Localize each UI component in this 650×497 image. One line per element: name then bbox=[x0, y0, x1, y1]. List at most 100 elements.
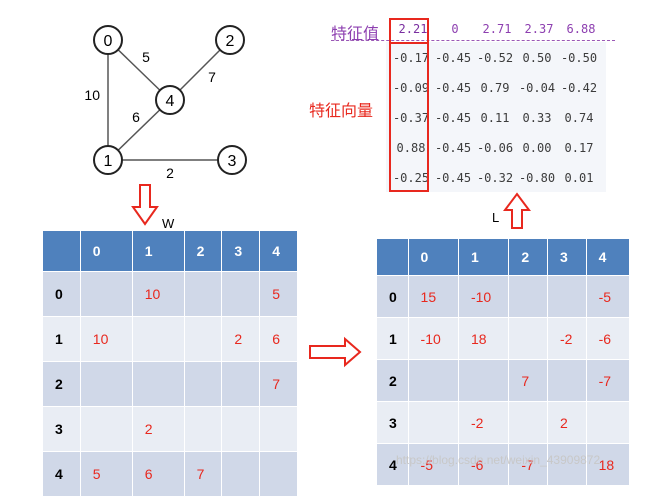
matrix-cell: 2 bbox=[131, 406, 185, 452]
eigenvector-value: -0.25 bbox=[392, 171, 430, 185]
eigenvector-value: -0.45 bbox=[434, 111, 472, 125]
eigenvector-label: 特征向量 bbox=[309, 101, 374, 120]
edge-weight-label: 5 bbox=[142, 49, 150, 65]
matrix-cell bbox=[183, 271, 223, 317]
matrix-row-index: 3 bbox=[42, 406, 81, 452]
eigenvector-value: 0.01 bbox=[564, 171, 594, 185]
matrix-row: 2 7 -7 bbox=[376, 359, 631, 402]
matrix-row-index: 0 bbox=[376, 275, 409, 318]
matrix-cell: 7 bbox=[508, 359, 548, 402]
graph-node-label: 0 bbox=[104, 33, 113, 50]
l-matrix-label: L bbox=[492, 210, 500, 225]
matrix-cell: -2 bbox=[457, 401, 510, 444]
eigenvector-value: 0.79 bbox=[480, 81, 510, 95]
graph-node: 0 bbox=[93, 25, 123, 55]
right-arrow-icon bbox=[309, 336, 362, 368]
matrix-cell bbox=[131, 361, 185, 407]
matrix-header-cell: 1 bbox=[131, 230, 185, 272]
matrix-cell: -2 bbox=[547, 317, 587, 360]
matrix-cell: 2 bbox=[221, 316, 261, 362]
matrix-cell bbox=[508, 317, 548, 360]
matrix-cell bbox=[183, 406, 223, 452]
eigenvector-value: -0.45 bbox=[434, 141, 472, 155]
matrix-row-index: 1 bbox=[42, 316, 81, 362]
eigenvector-value: -0.45 bbox=[434, 81, 472, 95]
matrix-header-cell: 3 bbox=[221, 230, 261, 272]
matrix-row-index: 2 bbox=[376, 359, 409, 402]
edge-weight-label: 10 bbox=[84, 87, 100, 103]
eigenvector-value: 0.33 bbox=[522, 111, 552, 125]
graph-node: 3 bbox=[217, 145, 247, 175]
matrix-cell: 7 bbox=[259, 361, 298, 407]
matrix-cell bbox=[183, 316, 223, 362]
matrix-cell bbox=[259, 451, 298, 497]
matrix-cell bbox=[221, 361, 261, 407]
eigenvector-value: -0.50 bbox=[560, 51, 598, 65]
w-matrix-label: W bbox=[162, 216, 175, 231]
eigenvalue: 2.21 bbox=[398, 22, 428, 36]
matrix-cell bbox=[585, 401, 631, 444]
eigenvector-row: -0.25 -0.45 -0.32 -0.80 0.01 bbox=[386, 162, 606, 192]
matrix-cell: 10 bbox=[79, 316, 133, 362]
matrix-cell bbox=[547, 359, 587, 402]
matrix-header-cell bbox=[376, 238, 409, 276]
matrix-cell bbox=[183, 361, 223, 407]
matrix-header-cell: 0 bbox=[79, 230, 133, 272]
eigenvector-value: 0.11 bbox=[480, 111, 510, 125]
matrix-row-index: 2 bbox=[42, 361, 81, 407]
graph-node: 2 bbox=[215, 25, 245, 55]
matrix-row-index: 4 bbox=[42, 451, 81, 497]
eigenvector-value: 0.88 bbox=[396, 141, 426, 155]
matrix-cell bbox=[221, 451, 261, 497]
matrix-header-cell: 4 bbox=[585, 238, 631, 276]
eigenvector-value: -0.45 bbox=[434, 171, 472, 185]
matrix-cell bbox=[407, 359, 459, 402]
matrix-cell: -7 bbox=[585, 359, 631, 402]
eigenvector-value: -0.04 bbox=[518, 81, 556, 95]
highlight-box-top bbox=[389, 18, 429, 44]
matrix-cell bbox=[79, 406, 133, 452]
eigenvalue: 6.88 bbox=[566, 22, 596, 36]
matrix-cell bbox=[457, 359, 510, 402]
graph-node-label: 1 bbox=[104, 153, 113, 170]
eigenvalue-label: 特征值 bbox=[331, 24, 380, 43]
eigenvector-value: -0.06 bbox=[476, 141, 514, 155]
matrix-cell bbox=[508, 275, 548, 318]
matrix-header-cell bbox=[42, 230, 81, 272]
graph-node-label: 4 bbox=[166, 93, 175, 110]
eigenvector-value: -0.45 bbox=[434, 51, 472, 65]
matrix-cell bbox=[259, 406, 298, 452]
eigenvector-value: 0.74 bbox=[564, 111, 594, 125]
watermark: https://blog.csdn.net/weixin_43909872 bbox=[396, 453, 601, 467]
matrix-cell bbox=[407, 401, 459, 444]
graph-node-label: 2 bbox=[226, 33, 235, 50]
eigenvector-value: -0.80 bbox=[518, 171, 556, 185]
eigenvector-value: 0.00 bbox=[522, 141, 552, 155]
matrix-cell: 18 bbox=[457, 317, 510, 360]
eigenvector-value: -0.42 bbox=[560, 81, 598, 95]
matrix-cell bbox=[221, 271, 261, 317]
eigenvector-value: -0.52 bbox=[476, 51, 514, 65]
edge-weight-label: 7 bbox=[208, 69, 216, 85]
matrix-header-cell: 2 bbox=[508, 238, 548, 276]
edge-weight-label: 6 bbox=[132, 109, 140, 125]
matrix-cell: 6 bbox=[259, 316, 298, 362]
matrix-cell: -6 bbox=[585, 317, 631, 360]
matrix-header-cell: 0 bbox=[407, 238, 459, 276]
matrix-cell bbox=[79, 361, 133, 407]
matrix-cell bbox=[79, 271, 133, 317]
matrix-cell: -10 bbox=[457, 275, 510, 318]
down-arrow-icon bbox=[131, 184, 159, 226]
matrix-cell bbox=[508, 401, 548, 444]
eigenvector-value: -0.32 bbox=[476, 171, 514, 185]
